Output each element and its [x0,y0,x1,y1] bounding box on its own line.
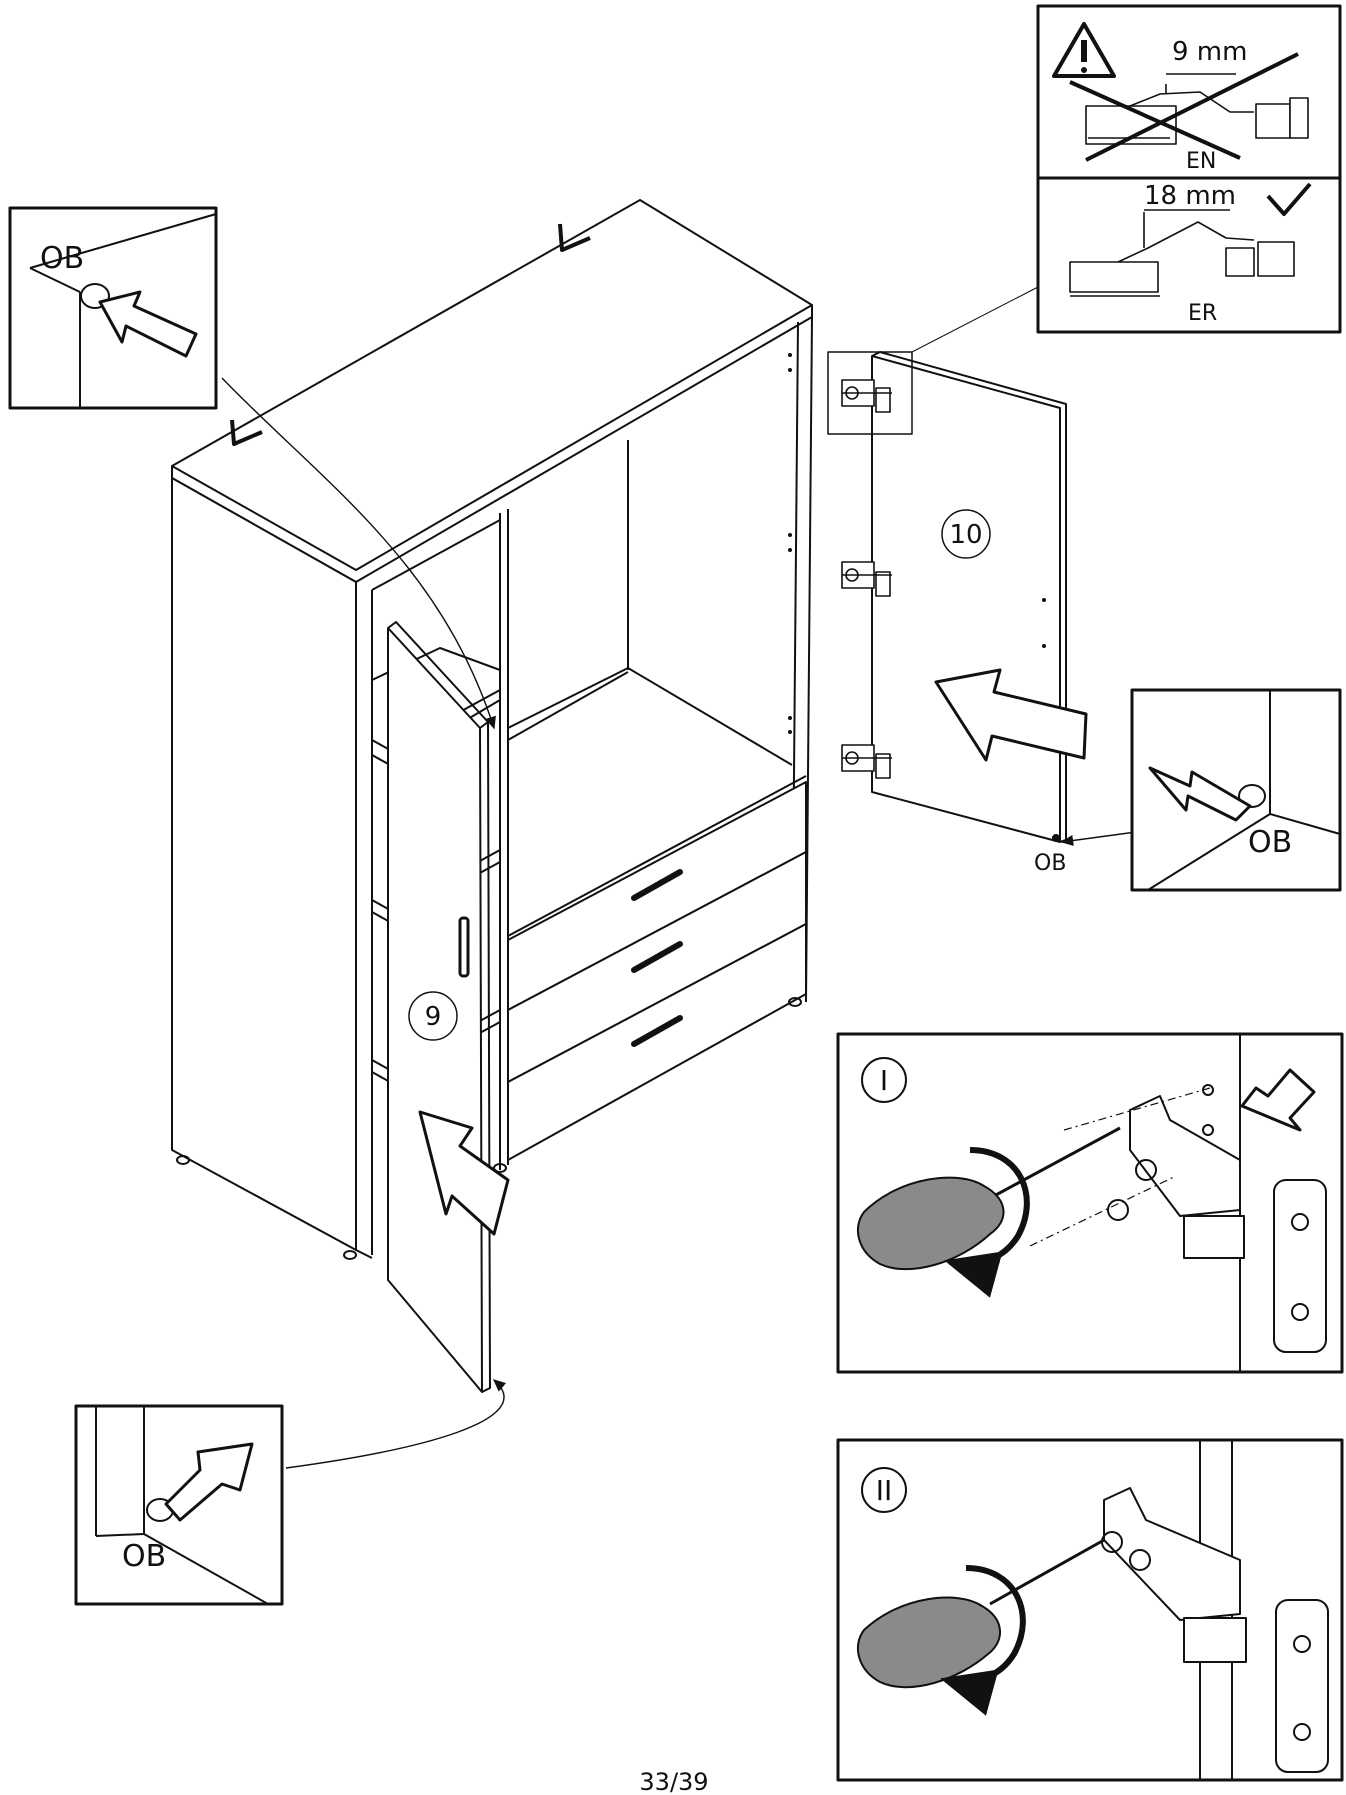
ob-label-door-10: OB [1034,851,1066,876]
page-number: 33/39 [639,1768,708,1795]
rotation-arrow-icon [940,1565,1026,1716]
step-label-1: I [880,1064,888,1097]
checkmark-icon [1266,182,1312,216]
hinge-bottom [841,744,892,779]
screwdriver-icon [856,1126,1121,1271]
drawers [507,775,807,1161]
inset-ob-top-left [8,206,218,410]
push-arrow-icon [418,1110,510,1236]
ob-label-top-left: OB [40,241,84,276]
rotation-arrow-icon [944,1147,1030,1298]
ob-label-bottom-left: OB [122,1539,166,1574]
step-label-2: II [876,1474,893,1507]
wardrobe-cabinet [171,199,813,1260]
part-number-9: 9 [425,1002,442,1032]
ob-label-right-inset: OB [1248,825,1292,860]
warning-box [1036,4,1342,334]
code-wrong: EN [1186,149,1216,174]
screwdriver-icon [856,1538,1105,1689]
part-number-10: 10 [949,520,982,550]
code-right: ER [1188,301,1217,326]
inset-ob-right [1130,688,1342,892]
hinge-middle [841,561,892,597]
door-10 [827,285,1067,843]
dimension-right: 18 mm [1144,181,1236,211]
dimension-wrong: 9 mm [1172,37,1247,67]
step-2-panel [836,1438,1344,1782]
push-arrow-icon [934,668,1088,762]
warning-triangle-icon [1052,22,1116,78]
hinge-top [841,379,892,413]
step-1-panel [836,1032,1344,1374]
inset-ob-bottom-left [74,1404,284,1606]
push-arrow-icon [1240,1068,1316,1132]
